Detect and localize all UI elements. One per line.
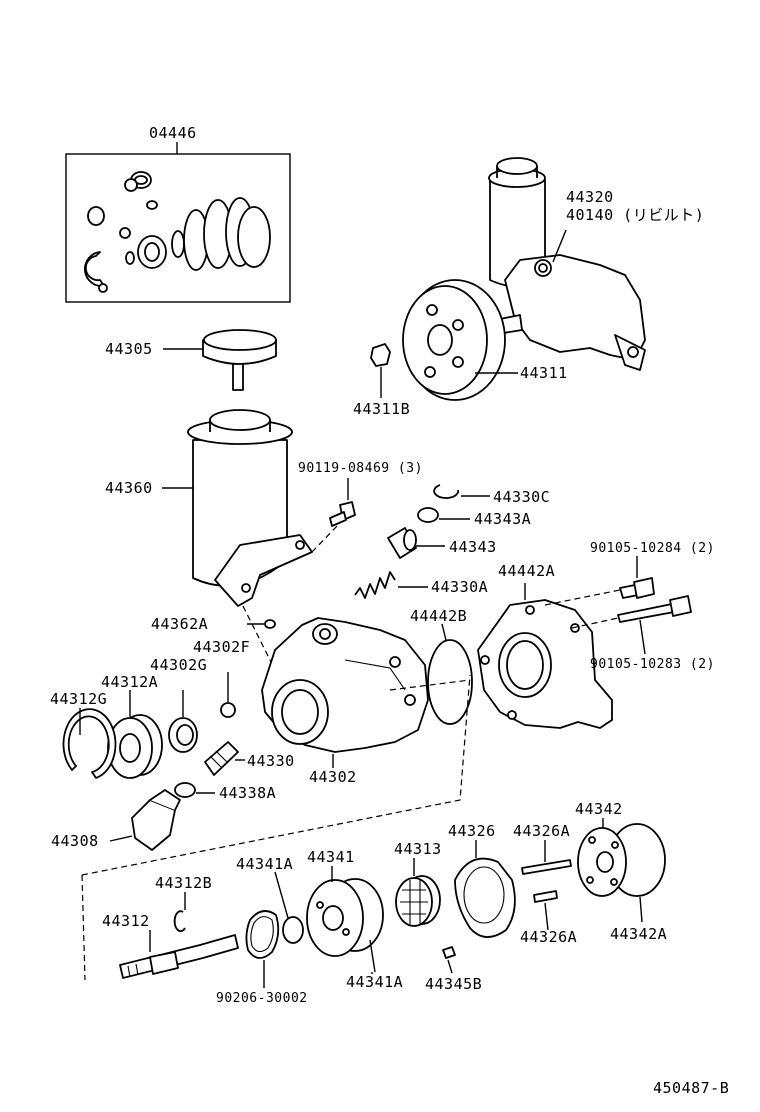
label-44313: 44313: [394, 840, 442, 858]
pump-rear-housing: [477, 583, 613, 729]
label-44326: 44326: [448, 822, 496, 840]
label-44312: 44312: [102, 912, 150, 930]
label-44326a-top: 44326A: [513, 822, 571, 840]
o-ring-44341a: [274, 871, 304, 944]
label-44320: 44320: [566, 188, 614, 206]
reservoir-bolt: [329, 478, 356, 527]
o-ring-44343a: [417, 507, 470, 523]
label-44330: 44330: [247, 752, 295, 770]
label-90105-10283: 90105-10283 (2): [590, 657, 715, 672]
bushing-44302f: [220, 672, 236, 718]
label-44305: 44305: [105, 340, 153, 358]
seal-44302g: [168, 690, 198, 753]
label-44308: 44308: [51, 832, 99, 850]
rear-bolts: [544, 556, 692, 655]
label-44343a: 44343A: [474, 510, 532, 528]
label-40140: 40140 (リビルト): [566, 206, 705, 224]
o-ring-44338a: [174, 782, 215, 798]
label-44302: 44302: [309, 768, 357, 786]
drawing-number: 450487-B: [653, 1079, 730, 1097]
label-44442a: 44442A: [498, 562, 556, 580]
snap-ring-44312g: [62, 708, 117, 779]
drive-shaft-44312: [119, 930, 239, 979]
spring-44330a: [354, 571, 428, 599]
pump-front-housing: [261, 617, 429, 768]
pump-pulley: [402, 279, 518, 401]
label-44343: 44343: [449, 538, 497, 556]
label-44311b: 44311B: [353, 400, 411, 418]
label-44330a: 44330A: [431, 578, 489, 596]
label-44442b: 44442B: [410, 607, 468, 625]
snap-ring-44330c: [433, 484, 490, 499]
label-44345b: 44345B: [425, 975, 483, 993]
label-44311: 44311: [520, 364, 568, 382]
label-44342a: 44342A: [610, 925, 668, 943]
gasket-90206: [245, 910, 280, 988]
side-plate-44341: [306, 866, 384, 973]
pins-44326a: [521, 840, 572, 931]
label-44312g: 44312G: [50, 690, 108, 708]
union-fitting-44308: [109, 789, 181, 851]
label-44341a-top: 44341A: [236, 855, 294, 873]
label-seal-kit: 04446: [149, 124, 197, 142]
label-44330c: 44330C: [493, 488, 551, 506]
inner-parts-boundary: [81, 674, 471, 981]
label-44302g: 44302G: [150, 656, 208, 674]
gasket-44442b: [427, 623, 473, 725]
label-90206-30002: 90206-30002: [216, 991, 308, 1006]
flow-valve-44330: [204, 741, 245, 776]
label-44312b: 44312B: [155, 874, 213, 892]
label-90119-08469: 90119-08469 (3): [298, 461, 423, 476]
snap-ring-44312b: [173, 892, 186, 933]
seal-kit-box: [65, 142, 291, 303]
vane-44345b: [442, 946, 456, 974]
reservoir-tank: [162, 409, 339, 691]
pulley-nut: [370, 343, 391, 398]
bearing-44312a: [107, 690, 163, 779]
label-44326a-bottom: 44326A: [520, 928, 578, 946]
label-44362a: 44362A: [151, 615, 209, 633]
label-44360: 44360: [105, 479, 153, 497]
o-ring-44362a: [247, 619, 276, 629]
pressure-plate-44342: [577, 818, 666, 923]
cam-ring-44326: [454, 840, 516, 938]
rotor-44313: [395, 858, 441, 927]
label-44338a: 44338A: [219, 784, 277, 802]
plug-44343: [387, 527, 445, 559]
label-44312a: 44312A: [101, 673, 159, 691]
label-44342: 44342: [575, 800, 623, 818]
reservoir-cap: [163, 329, 277, 391]
label-44302f: 44302F: [193, 638, 251, 656]
label-44341: 44341: [307, 848, 355, 866]
label-44341a-bottom: 44341A: [346, 973, 404, 991]
label-90105-10284: 90105-10284 (2): [590, 541, 715, 556]
